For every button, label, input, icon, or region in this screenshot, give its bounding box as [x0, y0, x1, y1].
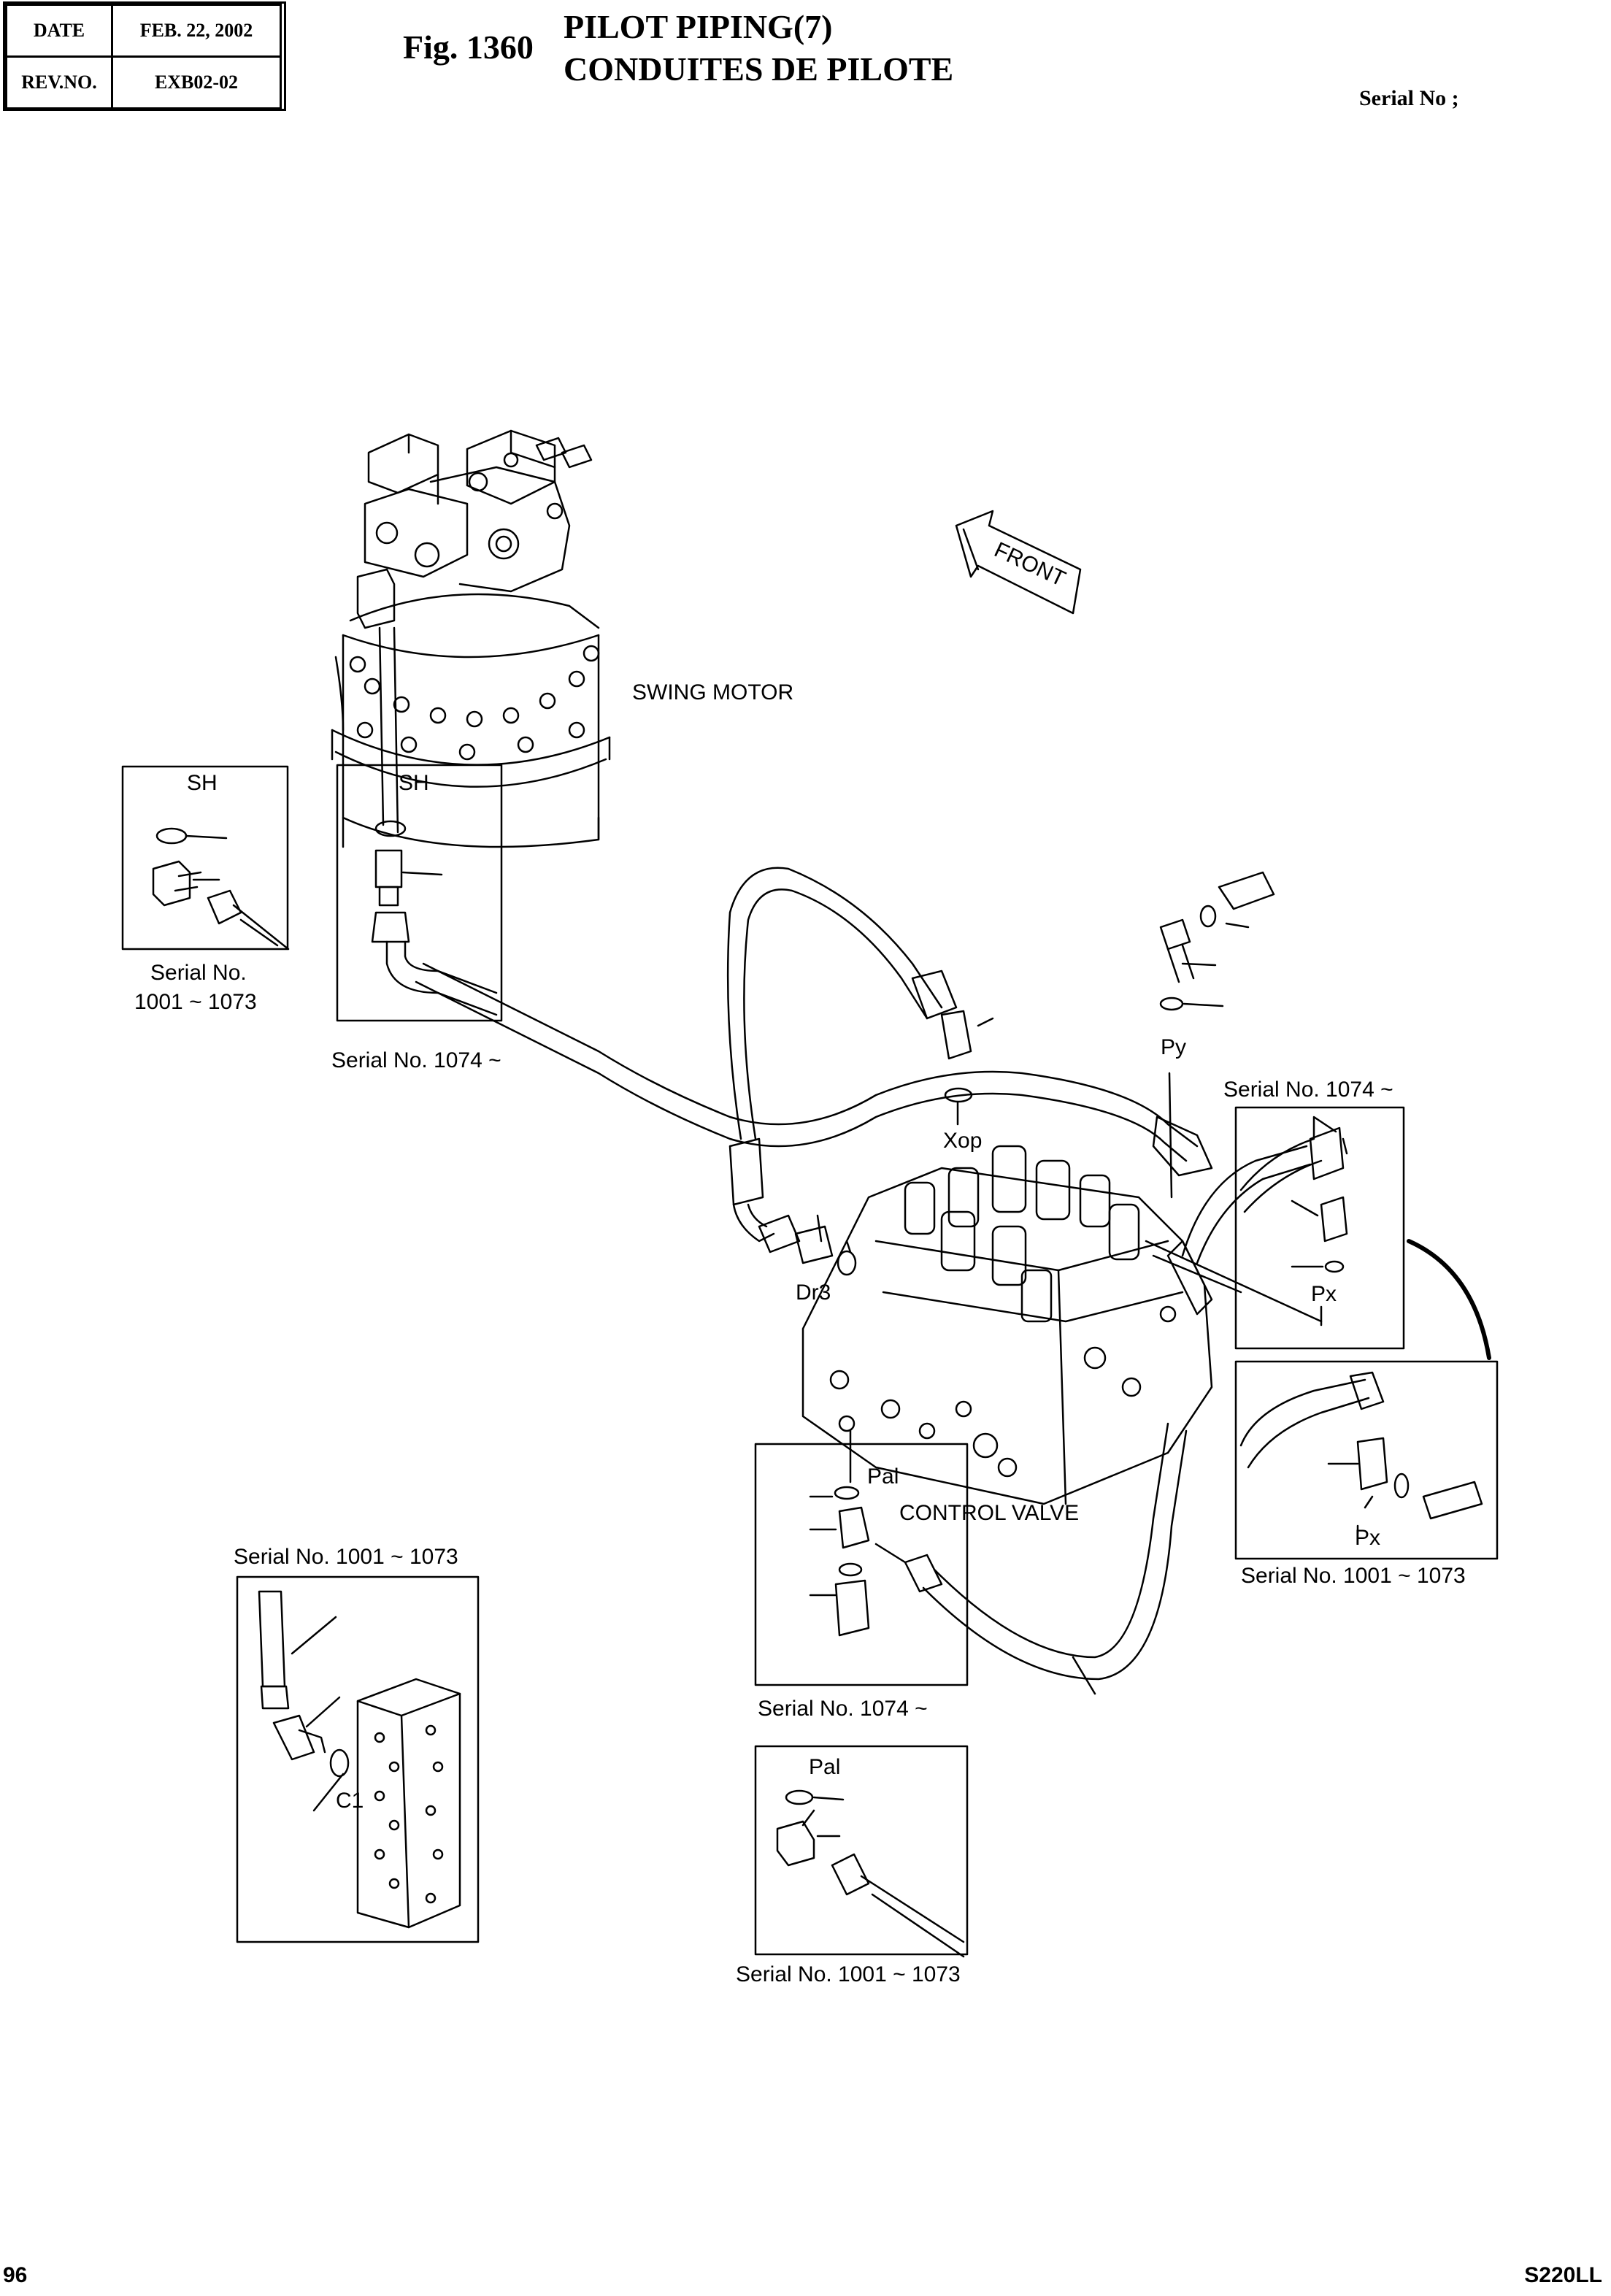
revision-table: DATE FEB. 22, 2002 REV.NO. EXB02-02	[5, 4, 282, 110]
control-valve-label: CONTROL VALVE	[899, 1501, 1079, 1525]
pilot-hose-loop	[726, 867, 994, 1243]
title-french: CONDUITES DE PILOTE	[564, 50, 954, 88]
pal-old-caption: Serial No. 1001 ~ 1073	[736, 1962, 961, 1986]
pal-label-1: Pal	[867, 1464, 899, 1489]
xop-label: Xop	[943, 1129, 982, 1153]
pal-label-2: Pal	[809, 1755, 840, 1779]
px-label-1: Px	[1311, 1282, 1337, 1306]
inset-c1	[236, 1575, 480, 1943]
inset-px-new	[1234, 1106, 1405, 1350]
date-value: FEB. 22, 2002	[111, 4, 282, 58]
front-arrow-icon	[955, 510, 1082, 615]
rev-label: REV.NO.	[5, 55, 113, 110]
px-new-caption: Serial No. 1074 ~	[1223, 1078, 1393, 1102]
swing-motor-drawing	[331, 429, 611, 848]
model-code: S220LL	[1524, 2263, 1602, 2287]
px-old-caption: Serial No. 1001 ~ 1073	[1241, 1564, 1466, 1588]
swing-motor-label: SWING MOTOR	[632, 680, 793, 704]
py-label: Py	[1161, 1035, 1186, 1059]
pilot-hose-main	[415, 962, 1213, 1177]
rev-value: EXB02-02	[111, 55, 282, 110]
inset-sh-old	[121, 765, 289, 951]
sh-new-caption: Serial No. 1074 ~	[331, 1048, 501, 1072]
serial-header: Serial No ;	[1359, 86, 1459, 110]
c1-old-caption: Serial No. 1001 ~ 1073	[234, 1545, 458, 1569]
px-label-2: Px	[1355, 1526, 1380, 1550]
sh-old-caption-1: Serial No.	[150, 961, 247, 985]
figure-number: Fig. 1360	[403, 28, 534, 66]
c1-label: C1	[336, 1789, 364, 1813]
sh-label-1: SH	[187, 771, 218, 795]
control-valve-drawing	[801, 1145, 1213, 1505]
inset-pal-old	[754, 1745, 969, 1956]
dr3-label: Dr3	[796, 1281, 831, 1305]
sh-old-caption-2: 1001 ~ 1073	[134, 990, 257, 1014]
date-label: DATE	[5, 4, 113, 58]
title-english: PILOT PIPING(7)	[564, 8, 833, 45]
sh-label-2: SH	[399, 771, 429, 795]
revision-header-box: DATE FEB. 22, 2002 REV.NO. EXB02-02	[3, 1, 286, 111]
inset-sh-new	[336, 764, 503, 1022]
inset-pal-new	[754, 1443, 969, 1686]
page-number: 96	[3, 2263, 28, 2287]
inset-px-old	[1234, 1360, 1499, 1560]
pal-new-caption: Serial No. 1074 ~	[758, 1697, 928, 1721]
